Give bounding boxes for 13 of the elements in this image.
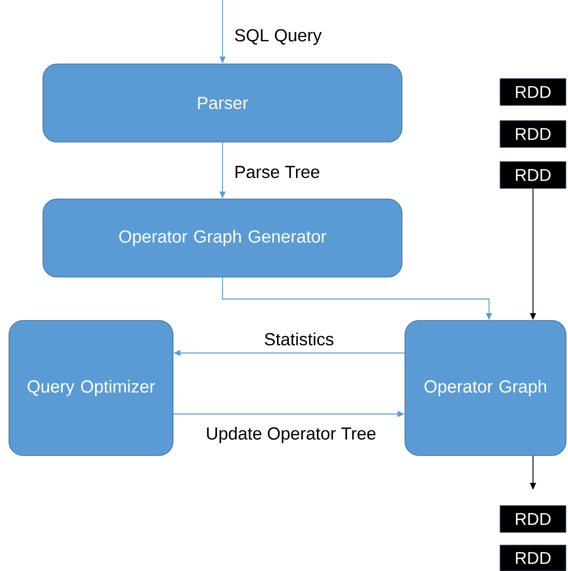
data-block: RDD: [500, 120, 566, 148]
process-box: Parser: [42, 64, 402, 142]
edge-label: Parse Tree: [233, 164, 322, 180]
data-block: RDD: [500, 161, 566, 189]
data-block: RDD: [500, 544, 566, 571]
process-box: Operator Graph Generator: [42, 198, 402, 278]
process-box: Query Optimizer: [8, 320, 174, 456]
process-box: Operator Graph: [404, 320, 566, 456]
edge-label: Statistics: [262, 332, 335, 346]
data-block: RDD: [500, 78, 566, 106]
edge-label: Update Operator Tree: [204, 426, 378, 444]
data-block: RDD: [500, 505, 566, 533]
edge-label: SQL Query: [233, 28, 323, 46]
